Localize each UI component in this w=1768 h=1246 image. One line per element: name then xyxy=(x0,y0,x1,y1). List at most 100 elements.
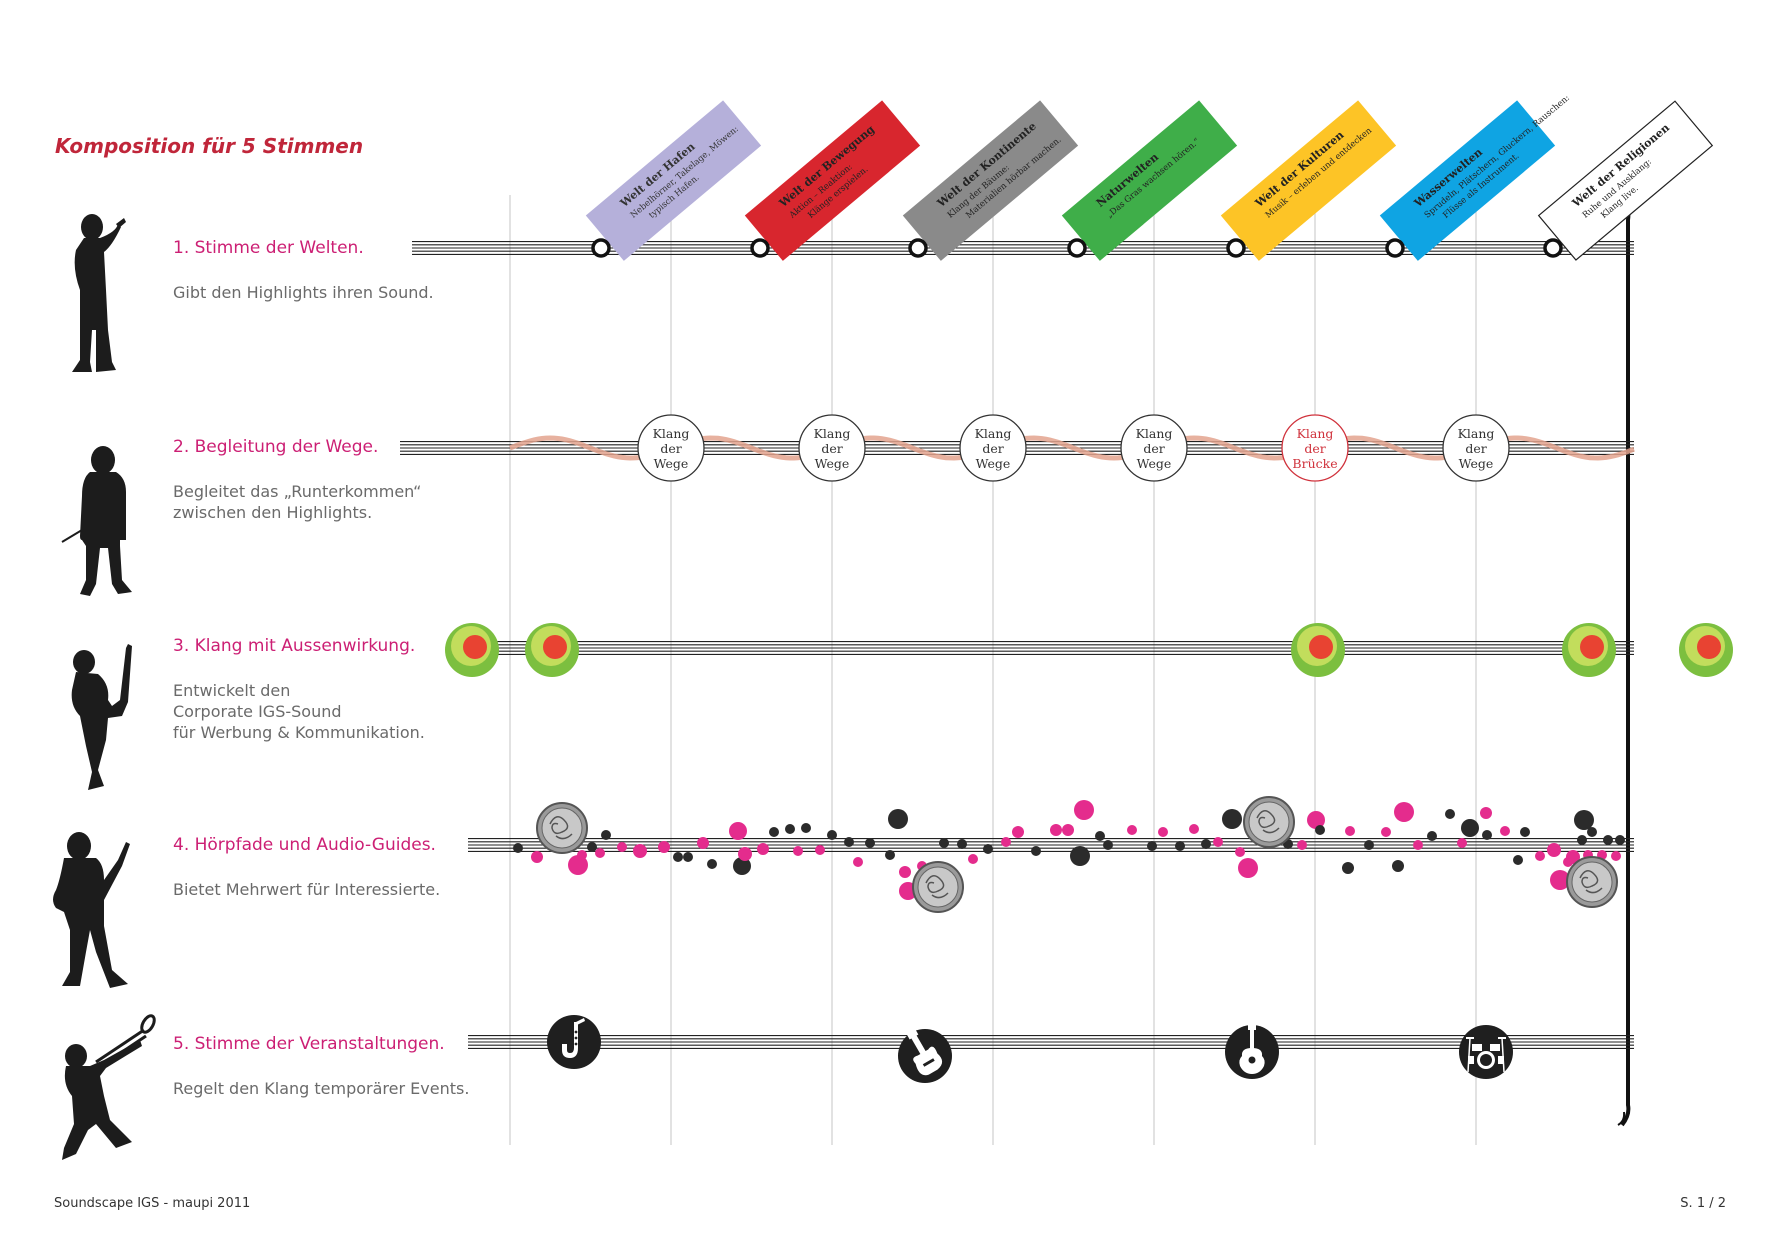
audio-guide-medallion-icon xyxy=(1243,796,1295,848)
audio-dot-pink xyxy=(658,841,670,853)
path-circle-ring xyxy=(1120,414,1188,482)
audio-dot-pink xyxy=(1457,838,1467,848)
medallion-pattern xyxy=(1579,870,1603,894)
world-tag-body xyxy=(744,100,921,261)
audio-dot-dark xyxy=(1574,810,1594,830)
path-circle-label: der xyxy=(1143,441,1164,456)
audio-dot-pink xyxy=(1480,807,1492,819)
voice-4-description: Bietet Mehrwert für Interessierte. xyxy=(173,879,503,900)
voice-4-description-line: Bietet Mehrwert für Interessierte. xyxy=(173,880,441,899)
audio-dot-dark xyxy=(1342,862,1354,874)
medallion-face xyxy=(1571,861,1613,903)
world-station-node xyxy=(1543,238,1563,258)
audio-dot-dark xyxy=(1513,855,1523,865)
audio-dot-pink xyxy=(633,844,647,858)
voice-2-description-line: Begleitet das „Runterkommen“ xyxy=(173,482,422,501)
staff-voice-3 xyxy=(497,641,1634,655)
audio-dot-dark xyxy=(601,830,611,840)
audio-dot-dark xyxy=(733,857,751,875)
audio-dot-dark xyxy=(1201,839,1211,849)
audio-dot-dark xyxy=(1031,846,1041,856)
path-circle-label: Klang xyxy=(1136,426,1173,441)
audio-dot-dark xyxy=(1070,846,1090,866)
path-circle-label: der xyxy=(1304,441,1325,456)
audio-dot-dark xyxy=(1095,831,1105,841)
audio-dot-pink xyxy=(1413,840,1423,850)
audio-dot-pink xyxy=(531,851,543,863)
audio-dot-pink xyxy=(899,866,911,878)
voice-3-description-line: Corporate IGS-Sound xyxy=(173,702,342,721)
audio-dot-dark xyxy=(801,823,811,833)
audio-dot-pink xyxy=(729,822,747,840)
world-tag-line: Sprudeln, Plätschern, Gluckern, Rauschen… xyxy=(1423,93,1572,220)
path-circle-label: der xyxy=(1465,441,1486,456)
audio-dot-dark xyxy=(1175,841,1185,851)
path-circle-label: der xyxy=(982,441,1003,456)
audio-dot-pink xyxy=(1550,870,1570,890)
brand-marker-core xyxy=(463,635,487,659)
audio-guide-medallion-icon xyxy=(536,802,588,854)
audio-dot-pink xyxy=(1074,800,1094,820)
conductor-silhouette-icon xyxy=(61,446,132,596)
audio-guide-medallion-icon xyxy=(1566,856,1618,908)
medallion-face xyxy=(1248,801,1290,843)
footer-credit: Soundscape IGS - maupi 2011 xyxy=(54,1196,251,1211)
audio-dot-dark xyxy=(1615,835,1625,845)
voice-5-title: 5. Stimme der Veranstaltungen. xyxy=(173,1034,445,1054)
audio-dot-dark xyxy=(1364,840,1374,850)
medallion-pattern xyxy=(549,816,573,840)
world-tag-body xyxy=(585,100,762,261)
world-tag-body xyxy=(902,100,1079,261)
path-circle-ring xyxy=(637,414,705,482)
voice-1-description: Gibt den Highlights ihren Sound. xyxy=(173,282,503,303)
path-circle-label: Wege xyxy=(815,456,850,471)
silhouettes xyxy=(53,214,156,1160)
path-circle-label: Brücke xyxy=(1292,456,1337,471)
audio-dot-pink xyxy=(1001,837,1011,847)
audio-dot-pink xyxy=(1238,858,1258,878)
brand-sound-marker xyxy=(1291,623,1345,677)
audio-dot-pink xyxy=(757,843,769,855)
voice-3-description-line: Entwickelt den xyxy=(173,681,291,700)
audio-dot-dark xyxy=(1445,809,1455,819)
audio-guide-dots xyxy=(513,800,1625,900)
voice-5-description-line: Regelt den Klang temporärer Events. xyxy=(173,1079,470,1098)
path-circle-label: Klang xyxy=(1458,426,1495,441)
audio-dot-dark xyxy=(1482,830,1492,840)
audio-dot-pink xyxy=(1062,824,1074,836)
audio-dot-pink xyxy=(1394,802,1414,822)
audio-dot-dark xyxy=(827,830,837,840)
staff-voice-5 xyxy=(468,1035,1634,1049)
audio-dot-dark xyxy=(1577,835,1587,845)
path-circle-label: der xyxy=(821,441,842,456)
audio-dot-dark xyxy=(683,852,693,862)
medallion-pattern xyxy=(1256,810,1280,834)
path-circle-label: Klang xyxy=(814,426,851,441)
voice-2-description: Begleitet das „Runterkommen“ zwischen de… xyxy=(173,481,503,523)
audio-dot-pink xyxy=(738,847,752,861)
electric-guitar-icon xyxy=(898,1029,952,1083)
audio-dot-pink xyxy=(568,855,588,875)
closing-bracket xyxy=(1617,193,1631,1127)
audio-dot-pink xyxy=(968,854,978,864)
brand-sound-markers xyxy=(445,623,1733,677)
brand-sound-marker xyxy=(1562,623,1616,677)
voice-2-description-line: zwischen den Highlights. xyxy=(173,503,373,522)
path-circle-label: Wege xyxy=(1137,456,1172,471)
audio-dot-dark xyxy=(957,839,967,849)
audio-dot-pink xyxy=(697,837,709,849)
voice-5-description: Regelt den Klang temporärer Events. xyxy=(173,1078,503,1099)
world-station: Naturwelten„Das Gras wachsen hören.“ xyxy=(1061,100,1238,261)
audio-dot-dark xyxy=(513,843,523,853)
audio-dot-pink xyxy=(1345,826,1355,836)
brand-marker-core xyxy=(1580,635,1604,659)
path-circle-label: Klang xyxy=(653,426,690,441)
